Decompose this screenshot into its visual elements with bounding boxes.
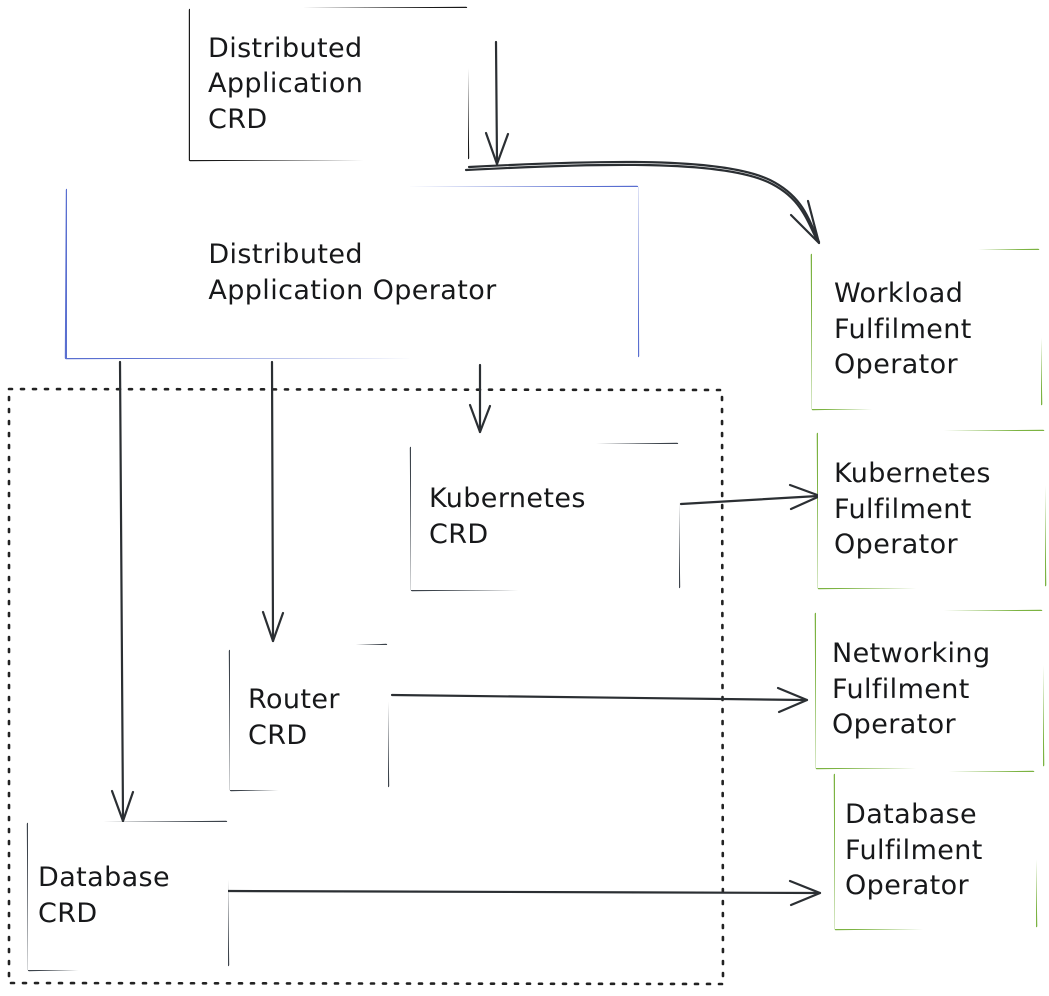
edge-router-crd-to-networking-operator [390, 686, 809, 714]
node-kubernetes-crd[interactable]: Kubernetes CRD [411, 444, 679, 590]
node-label-line: Operator [832, 709, 957, 741]
node-label-line: Operator [834, 529, 959, 561]
node-label-line: Database [845, 799, 978, 831]
node-distributed-application-operator[interactable]: Distributed Application Operator [67, 187, 638, 358]
node-label-line: Distributed [208, 238, 363, 270]
node-workload-fulfilment-operator[interactable]: Workload Fulfilment Operator [812, 250, 1041, 409]
node-label-line: Router [248, 683, 340, 715]
edge-dacrd-to-daoperator [484, 40, 510, 166]
node-distributed-application-crd[interactable]: Distributed Application CRD [190, 8, 468, 160]
node-label-line: Operator [845, 870, 970, 902]
node-label-line: Fulfilment [832, 673, 970, 705]
node-database-crd[interactable]: Database CRD [28, 822, 228, 970]
edge-dacrd-to-workload-operator [464, 160, 821, 245]
node-label-line: Application [208, 68, 364, 100]
edge-database-crd-to-database-operator [226, 879, 822, 907]
edge-daoperator-to-router-crd [261, 360, 285, 643]
node-kubernetes-fulfilment-operator[interactable]: Kubernetes Fulfilment Operator [818, 431, 1045, 588]
edge-daoperator-to-database-crd [110, 360, 135, 823]
node-label-line: CRD [38, 898, 98, 929]
node-label-line: Fulfilment [834, 493, 972, 525]
node-label-line: CRD [248, 719, 308, 751]
node-label-line: Application Operator [208, 274, 497, 306]
node-label-line: Fulfilment [845, 834, 983, 866]
node-label-line: Operator [834, 349, 959, 381]
node-database-fulfilment-operator[interactable]: Database Fulfilment Operator [835, 772, 1036, 929]
node-label-line: Networking [832, 638, 991, 670]
node-label-line: Kubernetes [429, 483, 586, 515]
edge-kubernetes-crd-to-kubernetes-operator [679, 483, 822, 511]
edge-daoperator-to-kubernetes-crd [468, 363, 492, 434]
node-label-line: Distributed [208, 32, 363, 64]
node-label-line: Database [38, 862, 171, 894]
node-label-line: CRD [208, 103, 268, 135]
node-label-line: Workload [834, 278, 964, 310]
node-label-line: Fulfilment [834, 313, 972, 345]
crd-group-outline [7, 387, 725, 986]
node-networking-fulfilment-operator[interactable]: Networking Fulfilment Operator [816, 611, 1043, 768]
node-label-line: CRD [429, 519, 489, 550]
node-router-crd[interactable]: Router CRD [230, 645, 388, 790]
node-label-line: Kubernetes [834, 458, 991, 490]
